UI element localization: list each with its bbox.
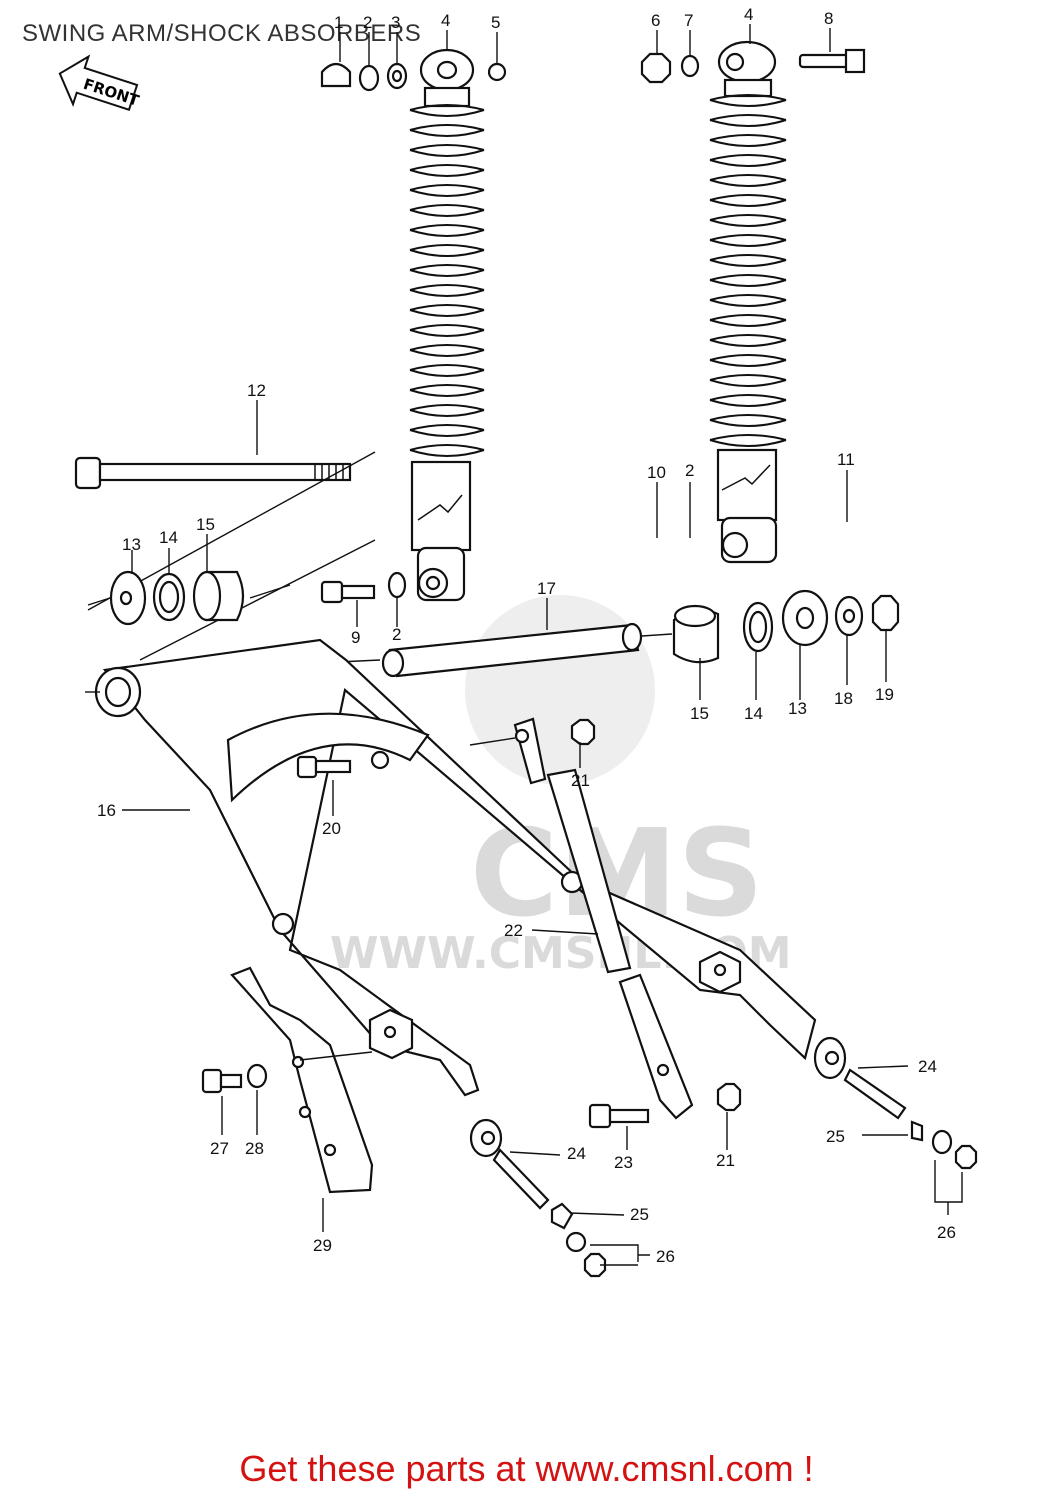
exploded-parts-diagram: CMS WWW.CMSNL.COM FRONT: [58, 5, 978, 1278]
bolt-20: [296, 750, 390, 779]
callout-17: 17: [537, 579, 556, 598]
callout-29: 29: [313, 1236, 332, 1255]
chain-adjuster-left: [469, 1118, 607, 1278]
callout-1: 1: [334, 13, 343, 32]
swing-arm-16: [85, 638, 817, 1097]
callout-28: 28: [245, 1139, 264, 1158]
callout-12: 12: [247, 381, 266, 400]
right-bushing-set: [672, 589, 900, 664]
diagram-title: SWING ARM/SHOCK ABSORBERS: [22, 20, 422, 47]
callout-27: 27: [210, 1139, 229, 1158]
pivot-bolt-12: [74, 451, 376, 661]
callout-14a: 14: [159, 528, 178, 547]
callout-19: 19: [875, 685, 894, 704]
callout-25a: 25: [826, 1127, 845, 1146]
callout-numbers: 1 2 3 4 5 6 7 4 8 12 10 2 11 13 14 15 9 …: [97, 5, 956, 1266]
right-shock-spring: [709, 94, 787, 447]
callout-9: 9: [351, 628, 360, 647]
callout-16: 16: [97, 801, 116, 820]
callout-5: 5: [491, 13, 500, 32]
callout-24b: 24: [567, 1144, 586, 1163]
right-shock-absorber: [709, 40, 787, 564]
chain-guide-29: [201, 966, 374, 1194]
callout-10: 10: [647, 463, 666, 482]
callout-8: 8: [824, 9, 833, 28]
callout-24a: 24: [918, 1057, 937, 1076]
callout-2c: 2: [392, 625, 401, 644]
callout-2b: 2: [685, 461, 694, 480]
callout-13a: 13: [122, 535, 141, 554]
callout-15a: 15: [196, 515, 215, 534]
top-hardware: [320, 48, 866, 92]
cta-link[interactable]: Get these parts at www.cmsnl.com !: [239, 1448, 814, 1489]
front-arrow-icon: FRONT: [58, 54, 142, 111]
callout-13b: 13: [788, 699, 807, 718]
left-shock-spring: [409, 104, 485, 457]
callout-23: 23: [614, 1153, 633, 1172]
callout-14b: 14: [744, 704, 763, 723]
callout-7: 7: [684, 11, 693, 30]
callout-22: 22: [504, 921, 523, 940]
collar-17: [337, 622, 673, 678]
left-bushing-set: [87, 570, 291, 626]
bolt-9: [320, 571, 407, 604]
callout-21b: 21: [716, 1151, 735, 1170]
callout-26b: 26: [937, 1223, 956, 1242]
callout-20: 20: [322, 819, 341, 838]
callout-6: 6: [651, 11, 660, 30]
callout-15b: 15: [690, 704, 709, 723]
callout-18: 18: [834, 689, 853, 708]
bolt-23: [588, 1082, 742, 1129]
callout-3: 3: [391, 13, 400, 32]
callout-4a: 4: [441, 11, 450, 30]
callout-25b: 25: [630, 1205, 649, 1224]
callout-4b: 4: [744, 5, 753, 24]
torque-link-22: [513, 717, 694, 1120]
callout-11: 11: [837, 450, 855, 469]
left-shock-absorber: [409, 48, 485, 602]
callout-26a: 26: [656, 1247, 675, 1266]
chain-adjuster-right: [813, 1036, 978, 1170]
leader-lines: [122, 24, 963, 1266]
callout-2a: 2: [363, 13, 372, 32]
callout-21a: 21: [571, 771, 590, 790]
